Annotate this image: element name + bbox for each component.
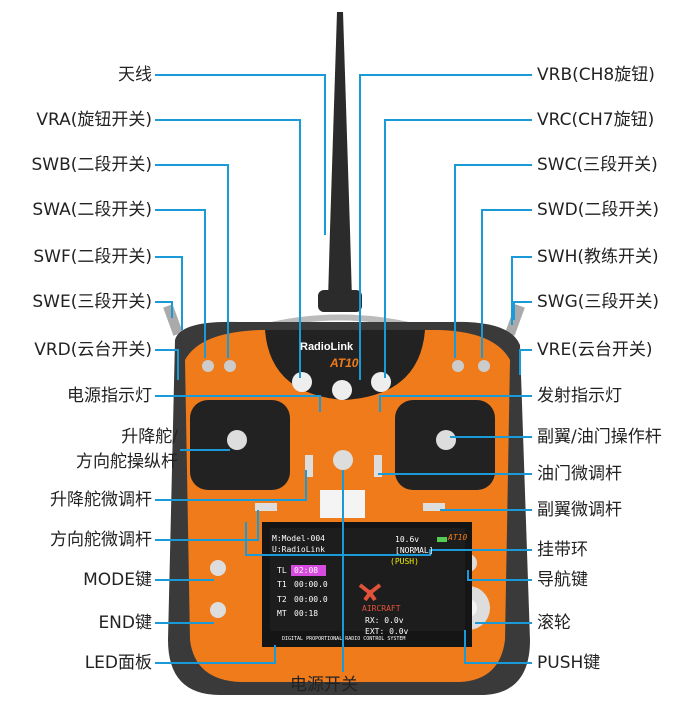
label-power-switch: 电源开关	[290, 675, 358, 695]
label-vre: VRE(云台开关)	[537, 340, 653, 360]
label-swh: SWH(教练开关)	[537, 247, 659, 267]
label-scroll-wheel: 滚轮	[537, 613, 571, 633]
screen-t1-label: T1	[277, 580, 287, 589]
label-strap-ring: 挂带环	[537, 540, 588, 560]
model-logo: AT10	[330, 356, 359, 370]
label-vrc: VRC(CH7旋钮)	[537, 110, 655, 130]
label-left-stick-2: 方向舵操纵杆	[76, 452, 178, 472]
label-rudder-trim: 方向舵微调杆	[50, 530, 152, 550]
screen-t1: 00:00.0	[294, 580, 328, 589]
antenna	[328, 12, 352, 300]
screen-t2-label: T2	[277, 595, 287, 604]
screen-model: M:Model-004	[272, 534, 325, 543]
label-end-key: END键	[98, 613, 152, 633]
brand-logo: RadioLink	[300, 341, 354, 353]
label-push-key: PUSH键	[537, 653, 601, 673]
label-swg: SWG(三段开关)	[537, 292, 660, 312]
screen-ext: EXT: 0.0v	[365, 627, 409, 636]
screen-user: U:RadioLink	[272, 545, 325, 554]
label-led-panel: LED面板	[84, 653, 152, 673]
label-nav-key: 导航键	[537, 570, 588, 590]
screen-mt: 00:18	[294, 609, 319, 618]
leader-lines	[155, 74, 532, 672]
label-vrb: VRB(CH8旋钮)	[537, 65, 655, 85]
label-elevator-trim: 升降舵微调杆	[50, 490, 152, 510]
label-mode-key: MODE键	[83, 570, 152, 590]
screen-rx: RX: 0.0v	[365, 616, 404, 625]
screen-footer: DIGITAL PROPORTIONAL RADIO CONTROL SYSTE…	[282, 636, 406, 642]
label-swc: SWC(三段开关)	[537, 155, 658, 175]
label-swe: SWE(三段开关)	[32, 292, 152, 312]
label-right-stick: 副翼/油门操作杆	[537, 427, 662, 447]
screen-model-logo: AT10	[448, 533, 468, 542]
label-swa: SWA(二段开关)	[32, 200, 152, 220]
screen-type: AIRCRAFT	[362, 604, 401, 613]
label-left-stick-1: 升降舵/	[121, 427, 178, 447]
screen-t2: 00:00.0	[294, 595, 328, 604]
label-throttle-trim: 油门微调杆	[537, 464, 622, 484]
label-power-led: 电源指示灯	[67, 386, 152, 406]
label-tx-led: 发射指示灯	[537, 386, 622, 406]
label-antenna: 天线	[118, 65, 152, 85]
screen-tl: 02:08	[294, 566, 319, 575]
screen-voltage: 10.6v	[395, 535, 420, 544]
label-vra: VRA(旋钮开关)	[36, 110, 152, 130]
label-swf: SWF(二段开关)	[33, 247, 152, 267]
screen-tl-label: TL	[277, 566, 287, 575]
label-swd: SWD(二段开关)	[537, 200, 659, 220]
label-aileron-trim: 副翼微调杆	[537, 500, 622, 520]
screen-mode: [NORMAL]	[395, 546, 434, 555]
screen-push: (PUSH)	[390, 557, 419, 566]
label-vrd: VRD(云台开关)	[34, 340, 152, 360]
screen-mt-label: MT	[277, 609, 287, 618]
label-swb: SWB(二段开关)	[31, 155, 152, 175]
